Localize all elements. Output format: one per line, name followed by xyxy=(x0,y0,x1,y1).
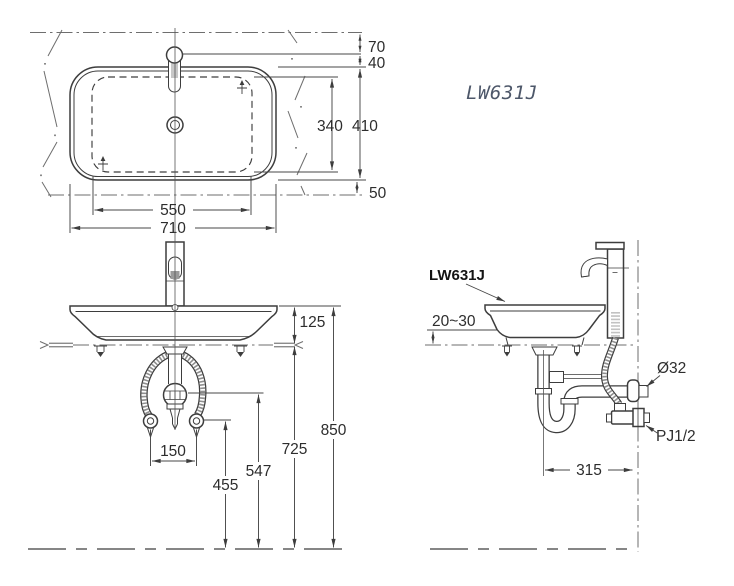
dim-20-30: 20~30 xyxy=(432,313,476,330)
dim-40: 40 xyxy=(368,55,386,72)
side-view: 315 20~30 LW631J Ø32 PJ1/2 xyxy=(425,240,696,552)
right-break-line xyxy=(287,29,308,196)
basin-side xyxy=(484,304,606,339)
mounting-bolts-front xyxy=(94,345,247,357)
dim-50: 50 xyxy=(369,185,387,202)
mounting-point-icon xyxy=(98,80,247,170)
faucet-plan xyxy=(165,46,184,93)
dim-710: 710 xyxy=(160,220,186,237)
dim-455: 455 xyxy=(213,477,239,494)
supply-thread-leader xyxy=(645,425,659,434)
dim-340: 340 xyxy=(317,118,343,135)
product-callout-leader xyxy=(465,283,506,302)
p-trap xyxy=(531,346,630,434)
supply-hose-side xyxy=(601,336,623,406)
model-label: LW631J xyxy=(466,82,538,104)
dim-315: 315 xyxy=(576,462,602,479)
dim-70: 70 xyxy=(368,39,386,56)
supply-hoses-front xyxy=(140,351,207,418)
plan-extension-lines xyxy=(69,53,366,233)
wall-flange xyxy=(626,379,649,403)
callout-supply-thread: PJ1/2 xyxy=(656,428,696,445)
callout-drain-diameter: Ø32 xyxy=(657,360,686,377)
hose-connectors xyxy=(142,413,205,439)
basin-front xyxy=(69,305,278,341)
front-dimension-lines xyxy=(150,305,341,548)
dim-547: 547 xyxy=(246,463,272,480)
dim-125: 125 xyxy=(300,314,326,331)
product-callout: LW631J xyxy=(429,267,485,284)
left-break-line xyxy=(40,29,63,198)
stop-valve xyxy=(606,403,650,428)
front-view: 125 725 850 547 455 150 xyxy=(28,232,350,550)
dim-150: 150 xyxy=(160,443,186,460)
mounting-bolts-side xyxy=(502,345,582,357)
drain-diameter-leader xyxy=(646,375,661,387)
plan-view: 70 40 340 410 50 550 710 xyxy=(30,28,387,237)
basin-side-base xyxy=(505,337,585,346)
dim-850: 850 xyxy=(321,422,347,439)
dim-410: 410 xyxy=(352,118,378,135)
counter-line-front xyxy=(39,341,304,349)
dim-550: 550 xyxy=(160,202,186,219)
faucet-side xyxy=(580,241,629,339)
dim-725: 725 xyxy=(282,441,308,458)
